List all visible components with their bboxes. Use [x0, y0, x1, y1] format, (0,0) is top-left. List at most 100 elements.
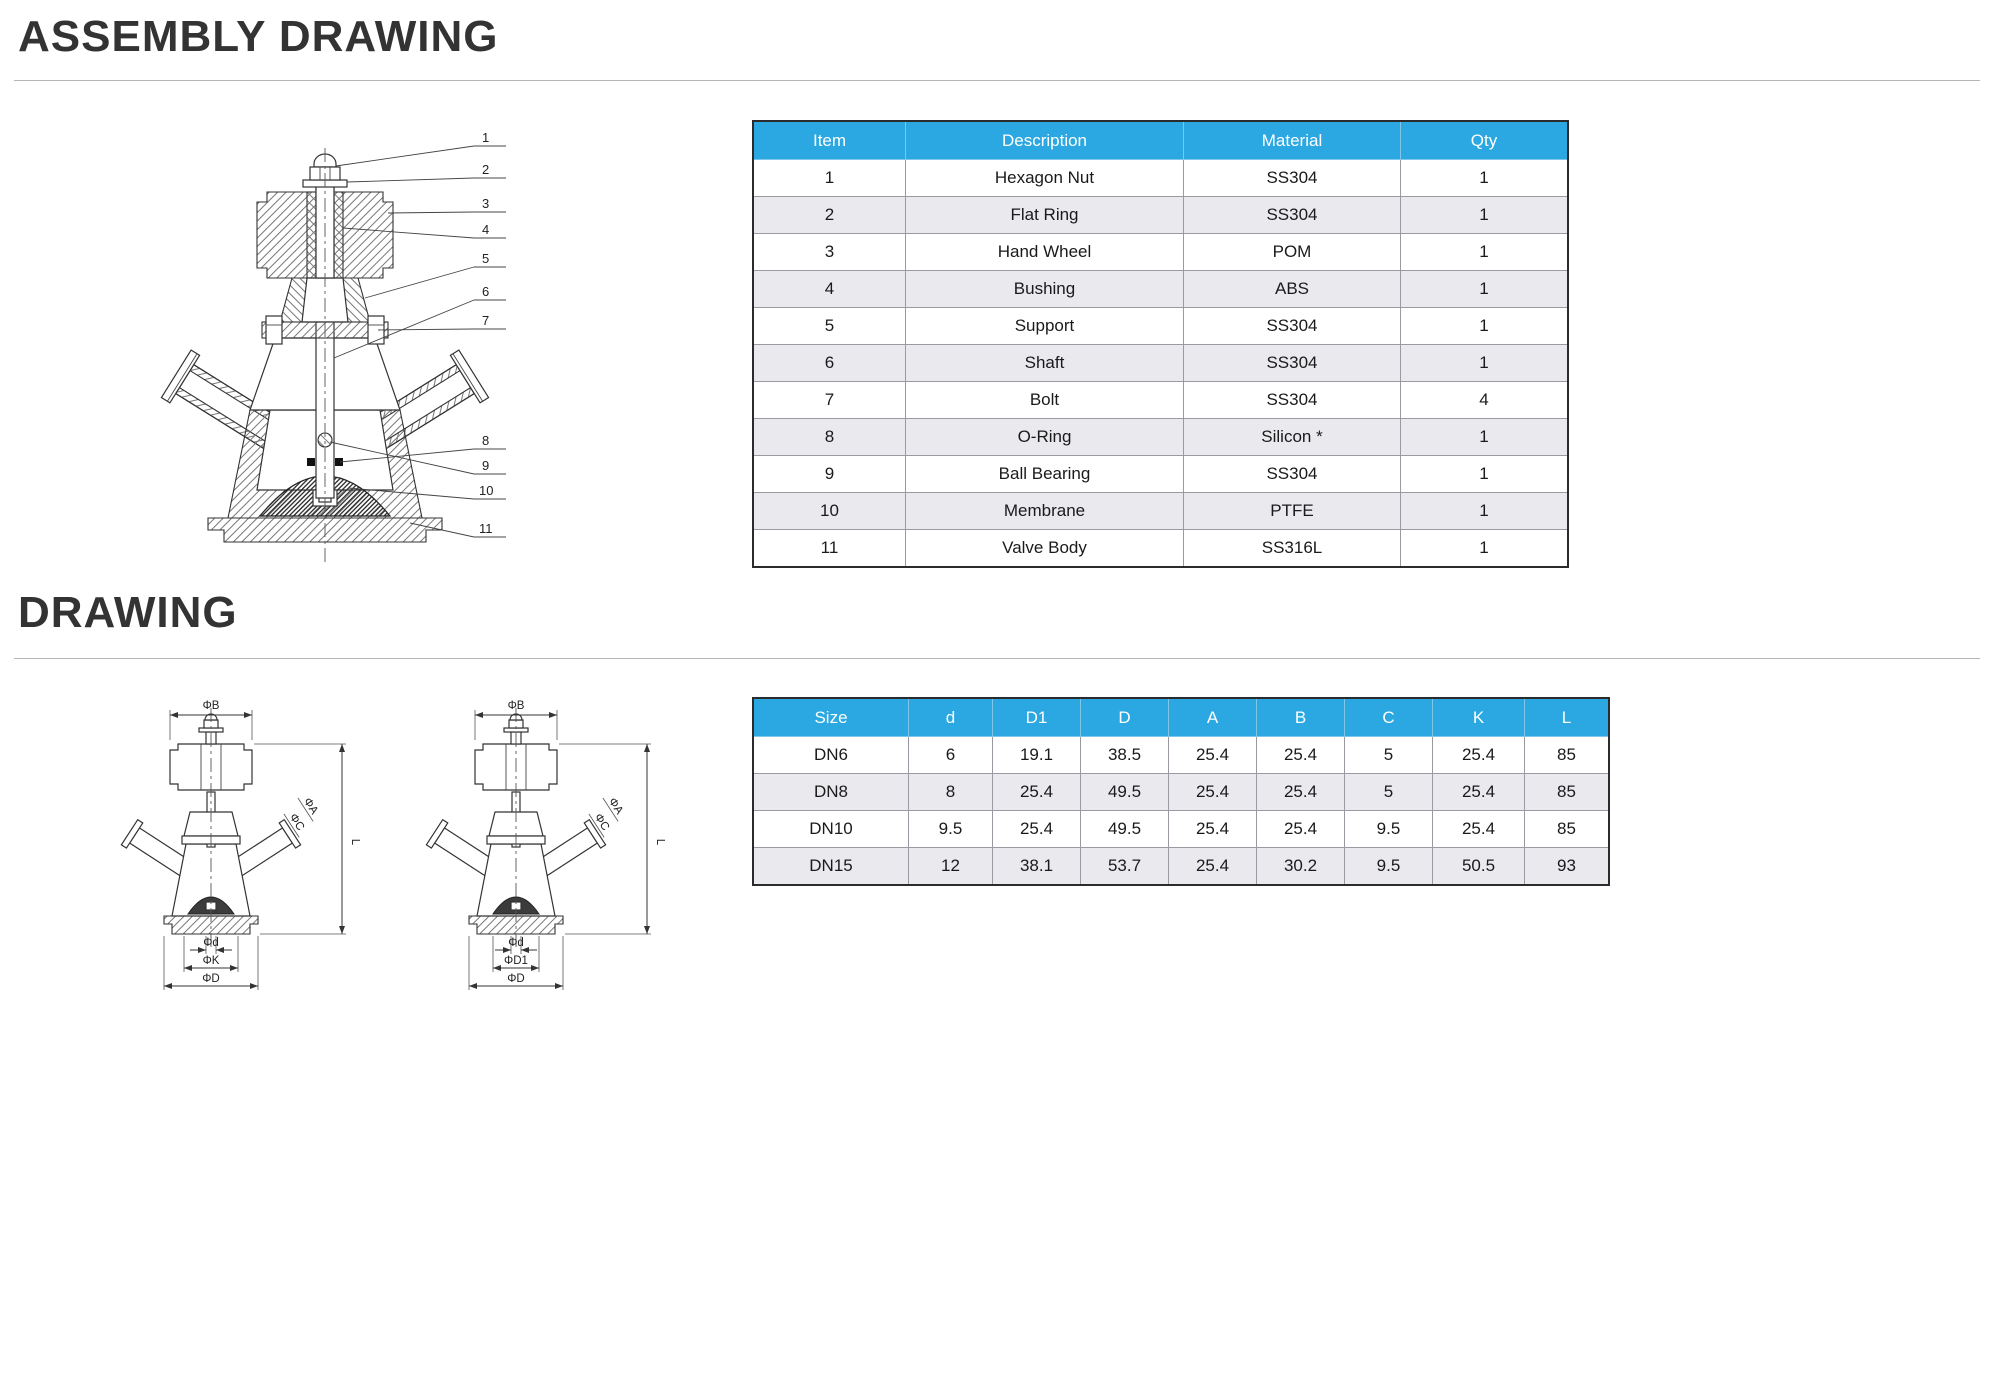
o-ring	[307, 458, 315, 466]
column-header: Item	[752, 120, 906, 160]
table-cell: 6	[908, 736, 993, 774]
table-cell: 25.4	[1432, 773, 1525, 811]
table-cell: Shaft	[905, 344, 1184, 382]
table-cell: 9.5	[1344, 810, 1433, 848]
assembly-drawing: 1 2 3 4 5 6 7 8 9 10 11	[160, 130, 506, 566]
table-cell: 85	[1524, 810, 1610, 848]
column-header: C	[1344, 697, 1433, 737]
column-header: D1	[992, 697, 1081, 737]
column-header: K	[1432, 697, 1525, 737]
table-cell: 1	[1400, 307, 1569, 345]
table-cell: PTFE	[1183, 492, 1401, 530]
table-cell: 9.5	[1344, 847, 1433, 886]
drawing-section-title: DRAWING	[18, 588, 238, 637]
table-cell: 25.4	[992, 773, 1081, 811]
callout-8: 8	[482, 433, 489, 448]
table-cell: 1	[1400, 233, 1569, 271]
callout-leaders	[329, 145, 506, 538]
dim-label-b: ΦB	[203, 700, 220, 712]
table-cell: DN15	[752, 847, 909, 886]
dim-label-b: ΦB	[508, 700, 525, 712]
dim-label-l: L	[349, 839, 360, 846]
column-header: A	[1168, 697, 1257, 737]
callout-numbers: 1 2 3 4 5 6 7 8 9 10 11	[479, 130, 493, 536]
table-cell: SS304	[1183, 381, 1401, 419]
table-cell: 5	[1344, 773, 1433, 811]
dim-label-d1: ΦD1	[504, 955, 528, 967]
table-cell: 1	[1400, 529, 1569, 568]
table-cell: 25.4	[1168, 736, 1257, 774]
table-cell: 50.5	[1432, 847, 1525, 886]
table-cell: 25.4	[1432, 810, 1525, 848]
column-header: Description	[905, 120, 1184, 160]
table-cell: 8	[752, 418, 906, 456]
callout-3: 3	[482, 196, 489, 211]
callout-1: 1	[482, 130, 489, 145]
dimension-drawing-right: ΦB ΦA ΦC L Φd ΦD1 ΦD	[425, 700, 665, 990]
table-cell: 3	[752, 233, 906, 271]
column-header: d	[908, 697, 993, 737]
table-cell: 49.5	[1080, 810, 1169, 848]
table-cell: Flat Ring	[905, 196, 1184, 234]
table-cell: Support	[905, 307, 1184, 345]
column-header: Size	[752, 697, 909, 737]
column-header: Material	[1183, 120, 1401, 160]
dim-label-bigd: ΦD	[507, 973, 524, 985]
table-cell: O-Ring	[905, 418, 1184, 456]
table-cell: Silicon *	[1183, 418, 1401, 456]
section-divider	[14, 80, 1980, 81]
table-cell: 11	[752, 529, 906, 568]
valve-outline	[425, 708, 607, 948]
table-cell: 25.4	[1256, 736, 1345, 774]
table-cell: 25.4	[1168, 847, 1257, 886]
callout-2: 2	[482, 162, 489, 177]
table-cell: 5	[1344, 736, 1433, 774]
table-cell: SS304	[1183, 344, 1401, 382]
table-cell: POM	[1183, 233, 1401, 271]
table-cell: Bolt	[905, 381, 1184, 419]
table-cell: 1	[1400, 159, 1569, 197]
callout-7: 7	[482, 313, 489, 328]
o-ring	[335, 458, 343, 466]
table-cell: 1	[1400, 455, 1569, 493]
table-cell: Ball Bearing	[905, 455, 1184, 493]
dim-label-bigd: ΦD	[202, 973, 219, 985]
dim-label-d: Φd	[203, 937, 219, 949]
table-cell: 25.4	[1168, 773, 1257, 811]
table-cell: 10	[752, 492, 906, 530]
dimension-drawing-left: ΦB ΦA ΦC L Φd ΦK	[120, 700, 360, 990]
table-cell: 6	[752, 344, 906, 382]
section-divider	[14, 658, 1980, 659]
callout-6: 6	[482, 284, 489, 299]
valve-outline	[120, 708, 302, 948]
table-cell: 4	[1400, 381, 1569, 419]
table-cell: SS316L	[1183, 529, 1401, 568]
column-header: L	[1524, 697, 1610, 737]
dim-label-k: ΦK	[203, 955, 220, 967]
table-cell: Bushing	[905, 270, 1184, 308]
table-cell: 1	[752, 159, 906, 197]
table-cell: DN6	[752, 736, 909, 774]
table-cell: 2	[752, 196, 906, 234]
column-header: D	[1080, 697, 1169, 737]
table-cell: 85	[1524, 736, 1610, 774]
table-cell: 19.1	[992, 736, 1081, 774]
dim-label-l: L	[654, 839, 665, 846]
table-cell: 25.4	[1256, 773, 1345, 811]
table-cell: 1	[1400, 418, 1569, 456]
callout-11: 11	[479, 521, 493, 536]
